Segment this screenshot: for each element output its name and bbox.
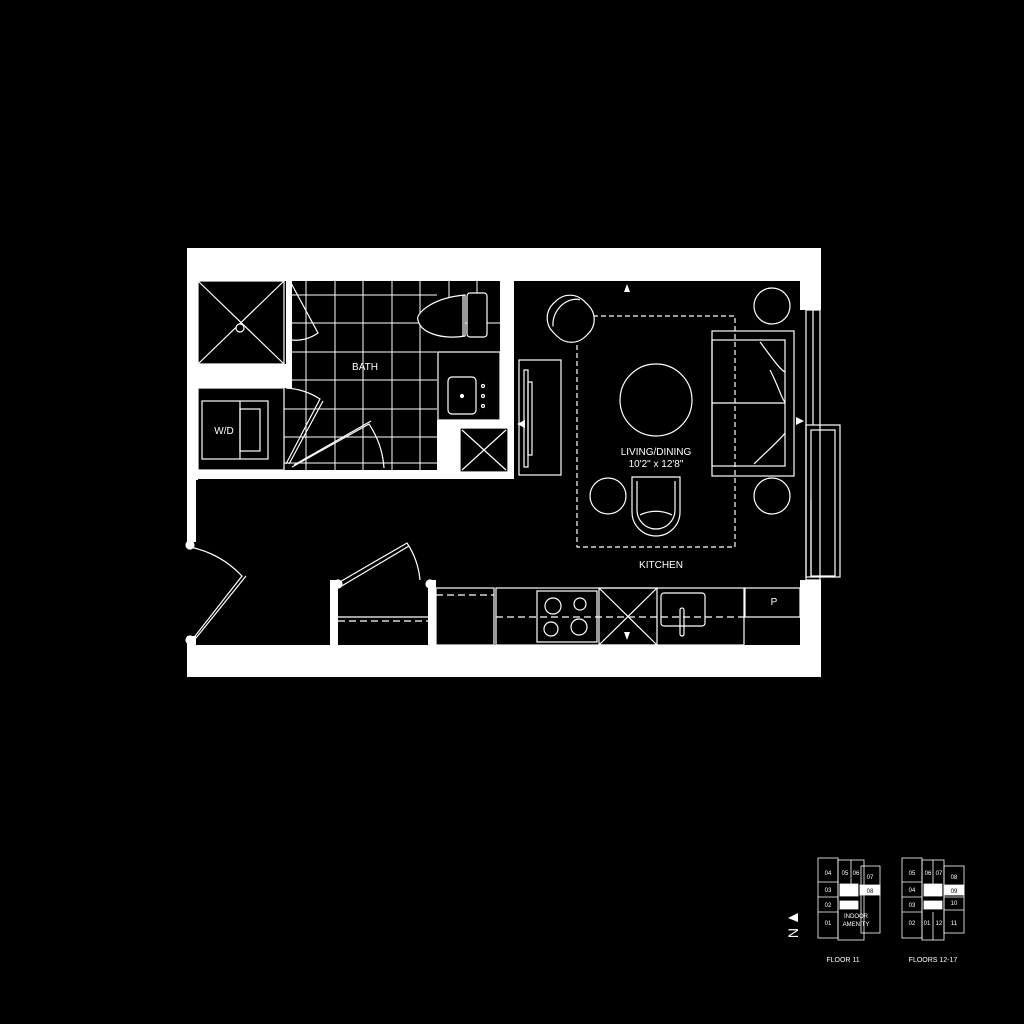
- room-label-kitchen: KITCHEN: [639, 560, 683, 571]
- kitchen-counter: [495, 587, 801, 646]
- svg-text:06: 06: [853, 871, 860, 877]
- keyplan-floors-12-17-units: 05 06 07 08 04 09 03 10 02 01 12 11: [909, 871, 958, 927]
- svg-text:01: 01: [825, 921, 832, 927]
- svg-text:09: 09: [951, 889, 958, 895]
- svg-text:07: 07: [936, 871, 943, 877]
- svg-text:04: 04: [825, 871, 832, 877]
- pantry-label: P: [771, 597, 778, 608]
- svg-text:07: 07: [867, 875, 874, 881]
- svg-text:05: 05: [842, 871, 849, 877]
- svg-text:08: 08: [951, 875, 958, 881]
- north-arrow: N: [785, 913, 801, 938]
- room-label-bath: BATH: [352, 362, 378, 373]
- svg-text:02: 02: [909, 921, 916, 927]
- keyplan-floors-12-17-caption: FLOORS 12-17: [909, 957, 958, 964]
- window-right: [805, 309, 841, 581]
- svg-text:AMENITY: AMENITY: [843, 922, 870, 928]
- storage-cabinet: [435, 587, 495, 646]
- svg-text:06: 06: [925, 871, 932, 877]
- svg-text:08: 08: [867, 889, 874, 895]
- living-dining: [514, 281, 800, 645]
- svg-text:03: 03: [825, 888, 832, 894]
- svg-text:04: 04: [909, 888, 916, 894]
- keyplan-floor-11-caption: FLOOR 11: [826, 957, 859, 964]
- svg-text:10: 10: [951, 901, 958, 907]
- entry-door[interactable]: [185, 540, 247, 645]
- keyplan-floor-11: [817, 857, 881, 941]
- closet: [333, 542, 435, 622]
- svg-text:05: 05: [909, 871, 916, 877]
- svg-text:11: 11: [951, 921, 958, 927]
- bathroom: [197, 280, 509, 473]
- svg-text:INDOOR: INDOOR: [844, 914, 869, 920]
- room-label-living-dining: LIVING/DINING: [621, 447, 692, 458]
- keyplan-floor-11-units: 04 05 06 07 03 08 02 01 INDOOR AMENITY: [825, 871, 874, 928]
- view-markers: [517, 284, 804, 640]
- room-label-wd: W/D: [214, 426, 233, 437]
- svg-text:N: N: [785, 928, 801, 938]
- washer-dryer: [197, 387, 285, 471]
- svg-text:01: 01: [924, 921, 931, 927]
- svg-text:03: 03: [909, 903, 916, 909]
- room-dimensions-living: 10'2" x 12'8": [629, 459, 684, 470]
- svg-text:02: 02: [825, 903, 832, 909]
- keyplan-floors-12-17: [901, 857, 965, 941]
- svg-text:12: 12: [936, 921, 943, 927]
